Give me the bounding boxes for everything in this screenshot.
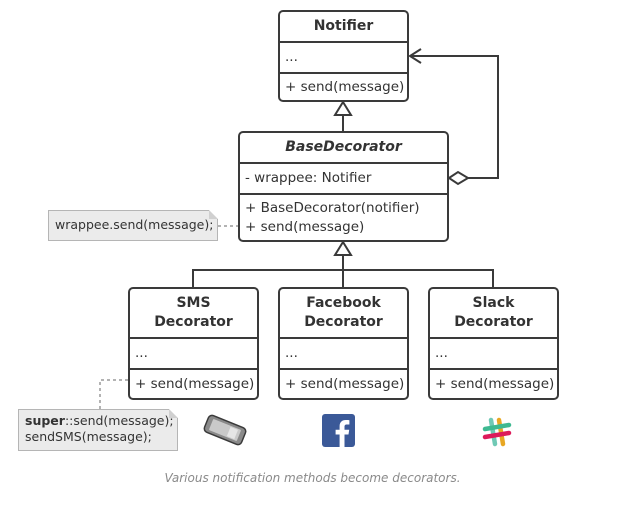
class-name-line: Decorator [154, 314, 233, 330]
class-fields: ... [280, 339, 407, 370]
facebook-icon [322, 414, 355, 447]
class-name: Slack Decorator [430, 289, 557, 339]
class-fields: ... [280, 43, 407, 74]
class-name-line: Decorator [304, 314, 383, 330]
class-fields: ... [430, 339, 557, 370]
class-methods: + BaseDecorator(notifier) + send(message… [240, 195, 447, 240]
class-fields: ... [130, 339, 257, 370]
class-facebook-decorator: Facebook Decorator ... + send(message) [278, 287, 409, 400]
note-line: sendSMS(message); [25, 429, 152, 444]
class-field: - wrappee: Notifier [240, 164, 447, 195]
class-name-line: SMS [176, 295, 211, 311]
note-base-send: wrappee.send(message); [48, 210, 218, 241]
class-name-line: Facebook [306, 295, 381, 311]
note-fold [169, 409, 178, 418]
aggregation-diamond [447, 170, 470, 186]
note-fold [209, 210, 218, 219]
slack-icon [482, 417, 512, 447]
note-sms-send: super::send(message); sendSMS(message); [18, 409, 178, 451]
class-notifier: Notifier ... + send(message) [278, 10, 409, 102]
figure-caption: Various notification methods become deco… [164, 471, 461, 485]
class-method: + send(message) [285, 376, 405, 392]
super-keyword: super [25, 413, 65, 428]
class-method: + BaseDecorator(notifier) [245, 200, 420, 216]
note-text: ::send(message); [64, 413, 174, 428]
note-line: super::send(message); [25, 413, 174, 429]
class-name: BaseDecorator [240, 133, 447, 164]
inherit-arrow-base [333, 240, 353, 256]
class-name-line: Slack [472, 295, 515, 311]
class-method: + send(message) [245, 219, 365, 235]
class-method: + send(message) [435, 376, 555, 392]
class-name-line: Decorator [454, 314, 533, 330]
class-method: + send(message) [285, 79, 405, 95]
note-text: wrappee.send(message); [55, 217, 214, 232]
class-name: Notifier [280, 12, 407, 43]
class-method: + send(message) [135, 376, 255, 392]
inherit-arrow-notifier [333, 100, 353, 116]
class-slack-decorator: Slack Decorator ... + send(message) [428, 287, 559, 400]
phone-icon [203, 414, 247, 446]
class-name: Facebook Decorator [280, 289, 407, 339]
aggregation-line [410, 55, 499, 179]
class-name: SMS Decorator [130, 289, 257, 339]
class-base-decorator: BaseDecorator - wrappee: Notifier + Base… [238, 131, 449, 242]
aggregation-arrowhead [408, 48, 422, 64]
class-sms-decorator: SMS Decorator ... + send(message) [128, 287, 259, 400]
note-connector-sms [99, 379, 128, 409]
